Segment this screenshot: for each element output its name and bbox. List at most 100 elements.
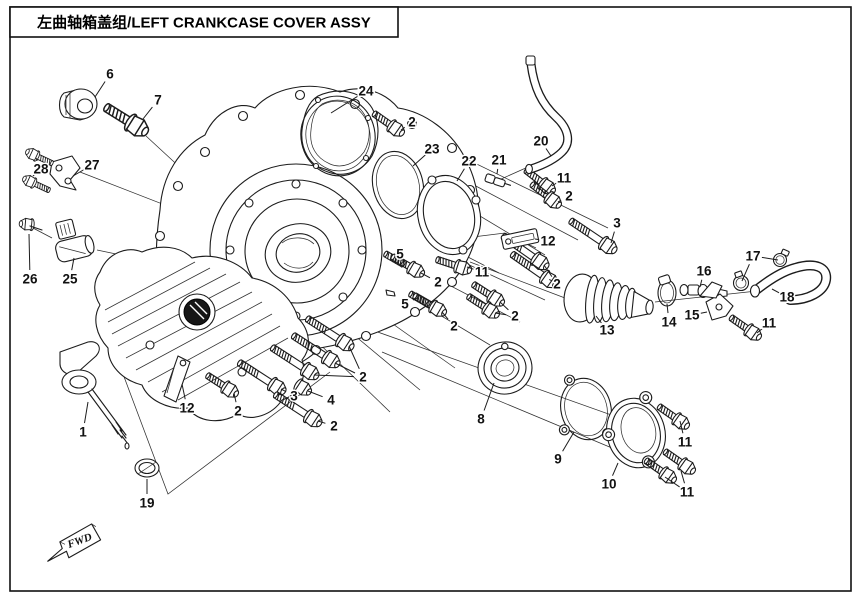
callout-leader — [700, 311, 708, 314]
callout-leader — [534, 238, 540, 241]
callout-leader — [334, 362, 356, 374]
callout-leader — [32, 174, 35, 177]
callout-leader — [348, 345, 360, 370]
part-callout-2: 2 — [434, 275, 442, 290]
page-border — [9, 6, 852, 592]
fwd-marker: FWD — [47, 523, 102, 562]
callout-leader — [420, 272, 431, 279]
part-callout-2: 2 — [359, 370, 367, 385]
part-12-bracket-left — [163, 355, 191, 403]
callout-leader — [595, 315, 602, 324]
part-callout-2: 2 — [553, 277, 561, 292]
part-callout-10: 10 — [601, 477, 616, 492]
part-7-bolt — [99, 97, 154, 142]
part-callout-28: 28 — [33, 162, 49, 177]
callout-leader — [494, 312, 507, 316]
part-callout-13: 13 — [599, 323, 615, 338]
callout-leader — [400, 126, 405, 131]
callout-leader — [551, 182, 557, 187]
callout-leader — [466, 266, 474, 270]
callout-leader — [72, 169, 85, 177]
part-22-cover-plate — [416, 174, 482, 256]
callout-leader — [84, 401, 89, 424]
part-callout-3: 3 — [290, 389, 298, 404]
part-callout-2: 2 — [234, 404, 242, 419]
part-callout-12: 12 — [540, 234, 555, 249]
callout-leader — [610, 231, 615, 244]
part-25-sensor — [55, 218, 95, 263]
part-callout-4: 4 — [327, 393, 335, 408]
part-27-bracket — [49, 155, 81, 191]
callout-leader — [557, 199, 562, 203]
part-17-clamps — [732, 248, 790, 292]
callout-leader — [679, 420, 684, 434]
part-callout-2: 2 — [511, 309, 519, 324]
callout-leader — [395, 260, 397, 263]
part-8-bearing — [477, 341, 533, 395]
callout-leader — [330, 95, 359, 114]
callout-leader — [741, 263, 750, 282]
part-26-bolt — [18, 217, 43, 232]
part-11-bolt-right — [725, 310, 766, 345]
callout-leader — [412, 297, 418, 301]
callout-leader — [317, 420, 326, 424]
part-24-gasket — [301, 90, 379, 175]
callout-leader — [666, 303, 669, 314]
part-10-cover — [602, 391, 666, 469]
callout-leader — [412, 154, 426, 167]
callout-leader — [699, 279, 703, 288]
callout-leader — [35, 157, 38, 162]
callout-leader — [612, 462, 619, 476]
part-callout-2: 2 — [450, 319, 458, 334]
part-callout-11: 11 — [475, 265, 490, 280]
part-callout-2: 2 — [565, 189, 573, 204]
part-12-plate-right — [500, 228, 540, 250]
part-callout-12: 12 — [179, 401, 194, 416]
part-callout-6: 6 — [106, 67, 114, 82]
callout-leader — [562, 431, 575, 452]
callout-leader — [496, 168, 499, 175]
part-callout-27: 27 — [84, 158, 99, 173]
part-callout-3: 3 — [613, 216, 621, 231]
part-callout-1: 1 — [79, 425, 87, 440]
part-callout-11: 11 — [557, 171, 572, 186]
part-callout-9: 9 — [554, 452, 562, 467]
part-callout-14: 14 — [661, 315, 677, 330]
callout-leader — [499, 301, 509, 311]
part-callout-2: 2 — [330, 419, 338, 434]
part-callout-18: 18 — [779, 290, 795, 305]
part-21-fitting — [484, 173, 512, 188]
part-6-plug — [58, 88, 98, 121]
callout-leader — [307, 390, 323, 398]
part-callout-25: 25 — [62, 272, 78, 287]
part-callout-8: 8 — [477, 412, 485, 427]
part-callout-21: 21 — [491, 153, 507, 168]
part-callout-11: 11 — [680, 485, 695, 500]
part-15-bracket — [699, 281, 734, 321]
callout-leader — [545, 148, 552, 157]
callout-leader — [280, 388, 287, 393]
callout-leader — [28, 233, 31, 271]
part-callout-7: 7 — [154, 93, 162, 108]
callout-leader — [441, 311, 449, 320]
callout-leader — [680, 470, 685, 484]
part-callout-16: 16 — [696, 264, 712, 279]
callout-leader — [313, 374, 355, 378]
part-23-gasket — [371, 150, 425, 220]
callout-leader — [664, 476, 680, 488]
part-19-oring — [134, 458, 160, 478]
callout-leader — [94, 81, 106, 98]
callout-leader — [483, 382, 495, 411]
part-callout-11: 11 — [762, 316, 777, 331]
part-18-hose — [749, 260, 832, 305]
callout-leader — [549, 278, 553, 282]
callout-leader — [142, 106, 153, 120]
callout-leader — [71, 257, 75, 271]
part-callout-24: 24 — [358, 84, 374, 99]
part-13-boot — [563, 273, 654, 324]
part-callout-26: 26 — [22, 272, 38, 287]
part-20-hose — [525, 55, 573, 175]
